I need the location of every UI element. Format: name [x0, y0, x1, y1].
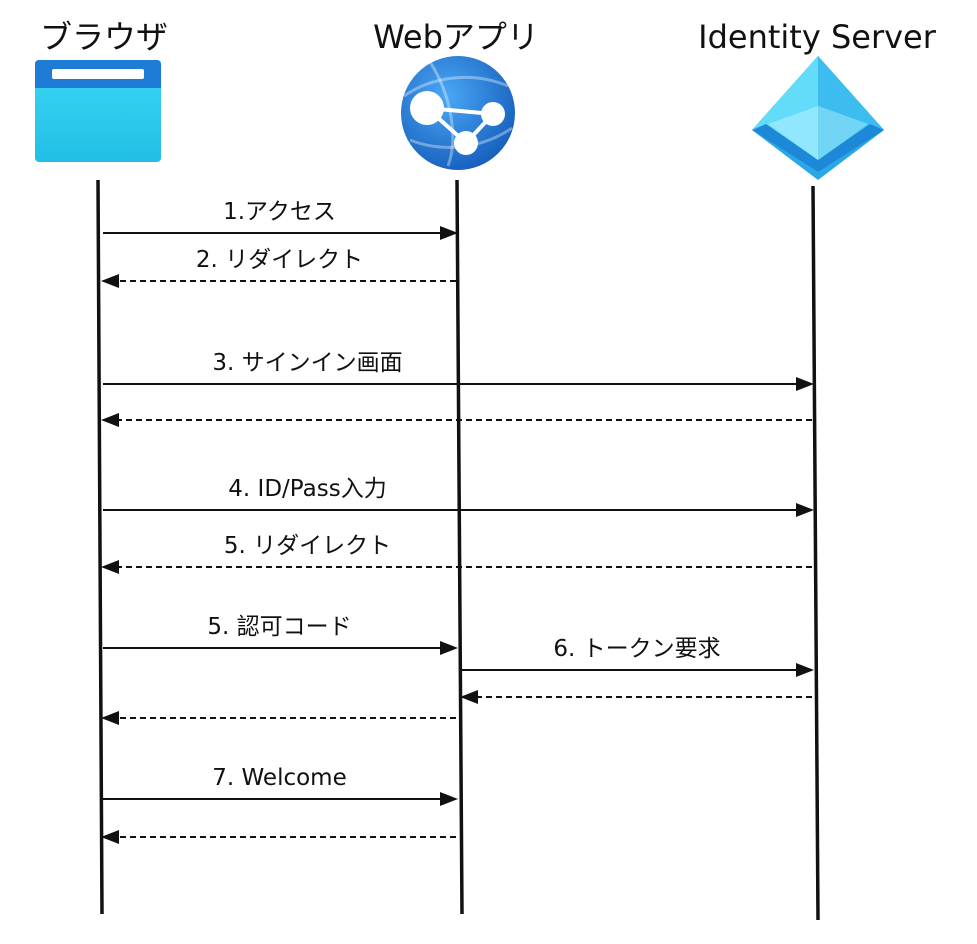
- message-3: 3. サインイン画面: [103, 350, 814, 391]
- arrowhead: [440, 641, 458, 655]
- arrowhead: [796, 663, 814, 677]
- arrowhead: [796, 377, 814, 391]
- identity-pyramid-icon: [752, 56, 884, 180]
- message-label: 4. ID/Pass入力: [228, 476, 386, 502]
- actor-title-browser: ブラウザ: [40, 18, 168, 56]
- actor-title-webapp: Webアプリ: [373, 18, 539, 56]
- browser-window-icon: [35, 60, 161, 162]
- arrowhead: [440, 792, 458, 806]
- arrowhead: [101, 413, 119, 427]
- arrowhead: [796, 503, 814, 517]
- message-5: 4. ID/Pass入力: [103, 476, 814, 517]
- message-2: 2. リダイレクト: [101, 247, 456, 288]
- message-label: 7. Welcome: [212, 765, 346, 791]
- message-6: 5. リダイレクト: [101, 533, 812, 574]
- lifeline-webapp: [455, 179, 464, 915]
- message-4: [101, 413, 812, 427]
- web-app-globe-icon: [401, 56, 515, 170]
- arrowhead: [440, 226, 458, 240]
- message-10: [101, 711, 456, 725]
- message-8: 6. トークン要求: [462, 636, 814, 677]
- messages: 1.アクセス 2. リダイレクト 3. サインイン画面 4. ID/Pass入力 5. …: [101, 199, 814, 844]
- message-label: 2. リダイレクト: [196, 247, 363, 273]
- message-label: 5. リダイレクト: [224, 533, 391, 559]
- arrowhead: [101, 560, 119, 574]
- arrowhead: [101, 830, 119, 844]
- arrowhead: [460, 690, 478, 704]
- message-label: 6. トークン要求: [553, 636, 720, 662]
- message-1: 1.アクセス: [103, 199, 458, 240]
- message-11: 7. Welcome: [103, 765, 458, 806]
- message-7: 5. 認可コード: [103, 614, 458, 655]
- arrowhead: [101, 711, 119, 725]
- actor-title-identity: Identity Server: [698, 18, 937, 56]
- message-label: 5. 認可コード: [207, 614, 351, 640]
- lifeline-identity: [811, 185, 820, 921]
- message-label: 3. サインイン画面: [212, 350, 402, 376]
- message-12: [101, 830, 456, 844]
- message-9: [460, 690, 812, 704]
- arrowhead: [101, 274, 119, 288]
- message-label: 1.アクセス: [223, 199, 336, 225]
- lifeline-browser: [96, 179, 104, 915]
